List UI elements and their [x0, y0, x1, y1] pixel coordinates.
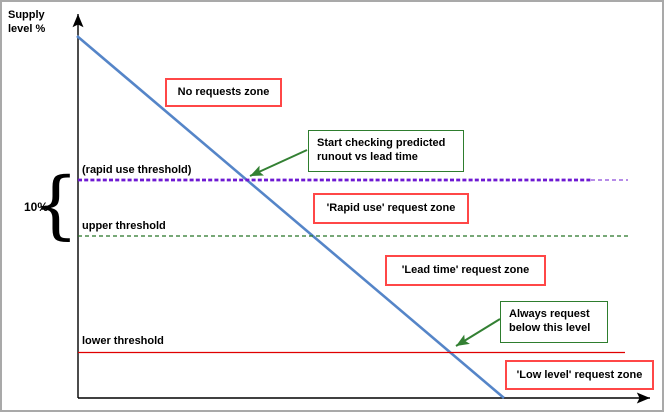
- start-checking-arrow: [249, 149, 308, 177]
- gap-percent-label: 10%: [24, 200, 49, 214]
- lower-threshold-label: lower threshold: [82, 335, 164, 347]
- zone-box-rapid-use: 'Rapid use' request zone: [313, 193, 469, 224]
- rapid-use-threshold-label: (rapid use threshold): [82, 164, 192, 176]
- note-box-always-request: Always request below this level: [500, 301, 608, 343]
- note-box-start-checking: Start checking predicted runout vs lead …: [308, 130, 464, 172]
- zone-label: 'Low level' request zone: [516, 368, 643, 381]
- zone-label: No requests zone: [177, 86, 270, 98]
- brace-icon: {: [32, 162, 80, 248]
- upper-threshold-label: upper threshold: [82, 220, 166, 232]
- y-axis-label: Supply level %: [8, 9, 46, 35]
- zone-box-low-level: 'Low level' request zone: [505, 360, 654, 390]
- always-request-arrow: [455, 318, 501, 347]
- supply-trend-line: [76, 35, 505, 399]
- zone-label: 'Lead time' request zone: [401, 264, 530, 276]
- zone-box-no-requests: No requests zone: [165, 78, 282, 107]
- zone-box-lead-time: 'Lead time' request zone: [385, 255, 546, 286]
- zone-label: 'Rapid use' request zone: [326, 202, 456, 214]
